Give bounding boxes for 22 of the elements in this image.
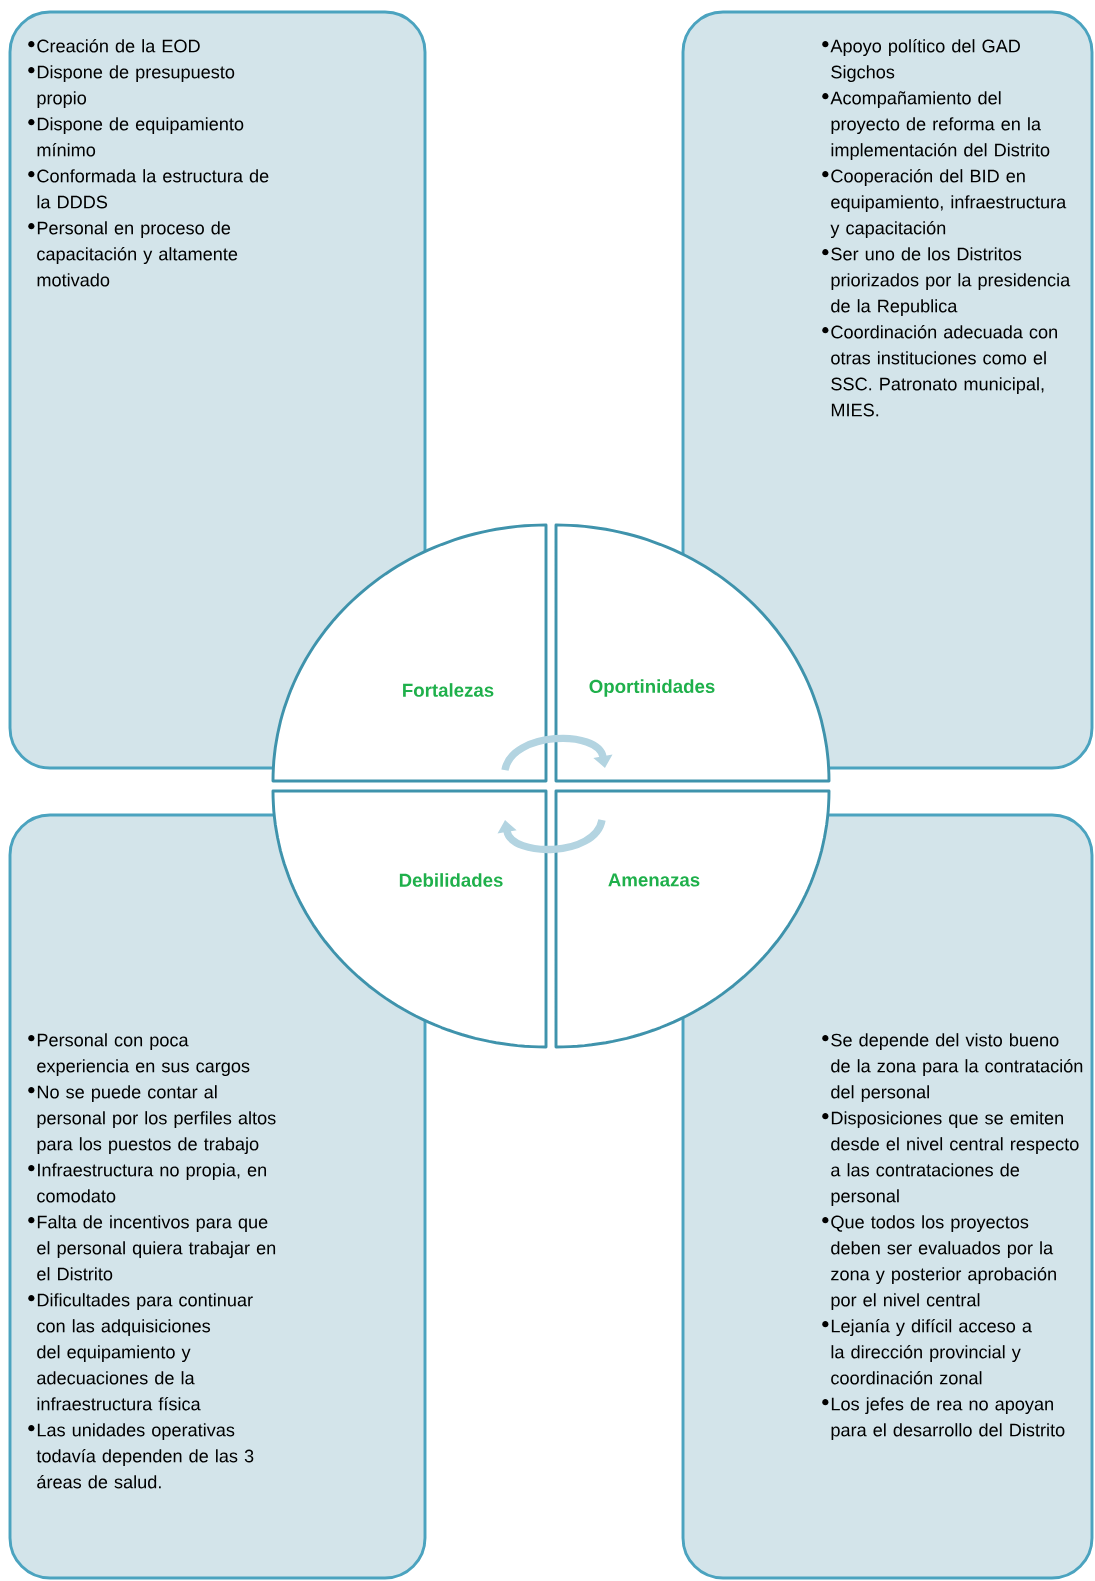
bullet-text: Que todos los proyectos deben ser evaluados por la zona y posterior aprobación por el nivel central: [822, 1215, 1056, 1311]
bullet-text: Personal con poca experiencia en sus cargos: [28, 1033, 250, 1077]
bullet-text: Acompañamiento del proyecto de reforma en la implementación del Distrito: [822, 91, 1050, 161]
bullet-text: Infraestructura no propia, en comodato: [28, 1163, 266, 1203]
bullet-text: Cooperación del BID en equipamiento, infraestructura y capacitación: [822, 168, 1067, 239]
bullet-text: Las unidades operativas todavía dependen de las 3 áreas de salud.: [28, 1423, 254, 1489]
cycle-arrow: [497, 818, 606, 854]
bullet-text: Ser uno de los Distritos priorizados por la presidencia de la Republica: [822, 247, 1071, 317]
bullet-text: Los jefes de rea no apoyan para el desarrollo del Distrito: [822, 1397, 1065, 1441]
bullet-text: Dificultades para continuar con las adquisiciones del equipamiento y adecuaciones de la infraestructura física: [28, 1293, 253, 1411]
bullet-text: Dispone de equipamiento mínimo: [28, 117, 244, 157]
bullet-text: Dispone de presupuesto propio: [28, 65, 235, 109]
bullet-text: Apoyo político del GAD Sigchos: [822, 38, 1020, 83]
bullet-text: Creación de la EOD: [28, 38, 200, 53]
bullet-text: Conformada la estructura de la DDDS: [28, 169, 269, 209]
bullet-text: Personal en proceso de capacitación y altamente motivado: [28, 221, 238, 287]
bullet-text: Falta de incentivos para que el personal quiera trabajar en el Distrito: [28, 1215, 276, 1281]
bullet-text: Coordinación adecuada con otras instituciones como el SSC. Patronato municipal, MIES.: [822, 324, 1057, 417]
bullet-text: Disposiciones que se emiten desde el nivel central respecto a las contrataciones de personal: [822, 1111, 1079, 1207]
bullet-text: No se puede contar al personal por los perfiles altos para los puestos de trabajo: [28, 1085, 276, 1155]
bullet-text: Lejanía y difícil acceso a la dirección provincial y coordinación zonal: [822, 1318, 1032, 1385]
cycle-arrow: [501, 734, 613, 772]
